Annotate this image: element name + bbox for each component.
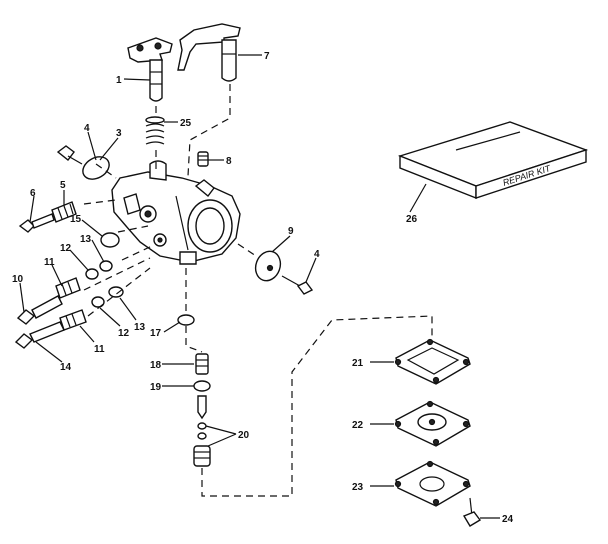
washer-19-part [193, 380, 211, 392]
callout-4: 4 [84, 123, 90, 134]
callout-26: 26 [406, 214, 418, 225]
o-ring-12-lower-part [91, 296, 105, 308]
callout-23: 23 [352, 482, 364, 493]
screw-4-upper-part [56, 145, 83, 165]
spring-part [145, 116, 165, 145]
spring-11-lower-part [59, 309, 87, 331]
callout-15: 15 [70, 214, 82, 225]
diaphragm-cover-23-part [394, 460, 471, 507]
inlet-needle-20-part [193, 395, 211, 467]
throttle-plate-part [82, 156, 110, 180]
callout-22: 22 [352, 420, 364, 431]
needle-14-part [14, 321, 65, 349]
callout-13: 13 [80, 234, 92, 245]
needle-10-part [16, 295, 63, 325]
callout-4b: 4 [314, 249, 320, 260]
callout-labels: 1 7 25 4 3 8 6 5 15 13 12 11 10 9 4 12 1… [12, 51, 514, 525]
callout-5: 5 [60, 180, 66, 191]
diaphragm-gasket-21-part [394, 338, 471, 385]
callout-24: 24 [502, 514, 514, 525]
callout-3: 3 [116, 128, 122, 139]
callout-10: 10 [12, 274, 24, 285]
callout-11b: 11 [94, 344, 105, 355]
callout-19: 19 [150, 382, 162, 393]
gasket-17-part [177, 314, 195, 326]
screw-6-part [18, 213, 55, 233]
washer-13-upper-part [99, 260, 113, 272]
diaphragm-22-part [394, 400, 471, 447]
callout-17: 17 [150, 328, 162, 339]
callout-1: 1 [116, 75, 122, 86]
callout-12: 12 [60, 243, 72, 254]
spring-11-upper-part [55, 277, 81, 299]
callout-25: 25 [180, 118, 192, 129]
callout-13b: 13 [134, 322, 146, 333]
callout-6: 6 [30, 188, 36, 199]
callout-9: 9 [288, 226, 294, 237]
carburetor-body-part [111, 160, 241, 265]
leader-lines [19, 54, 500, 519]
throttle-shaft-part [127, 37, 173, 102]
callout-21: 21 [352, 358, 364, 369]
assembly-dash-lines [83, 84, 433, 497]
callout-18: 18 [150, 360, 162, 371]
spring-5-part [51, 201, 77, 223]
choke-shaft-part [177, 23, 241, 82]
washer-13-lower-part [108, 286, 124, 298]
welch-plug-part [100, 232, 120, 248]
o-ring-12-upper-part [85, 268, 99, 280]
callout-7: 7 [264, 51, 270, 62]
callout-8: 8 [226, 156, 232, 167]
screw-4-lower-part [281, 275, 314, 295]
callout-12b: 12 [118, 328, 130, 339]
callout-11: 11 [44, 257, 55, 268]
screw-8-part [197, 151, 209, 167]
callout-14: 14 [60, 362, 72, 373]
choke-plate-part [254, 250, 282, 282]
repair-kit-box: REPAIR KIT [397, 121, 589, 200]
callout-20: 20 [238, 430, 250, 441]
screw-24-part [462, 497, 482, 527]
inlet-fitting-18-part [195, 353, 209, 375]
